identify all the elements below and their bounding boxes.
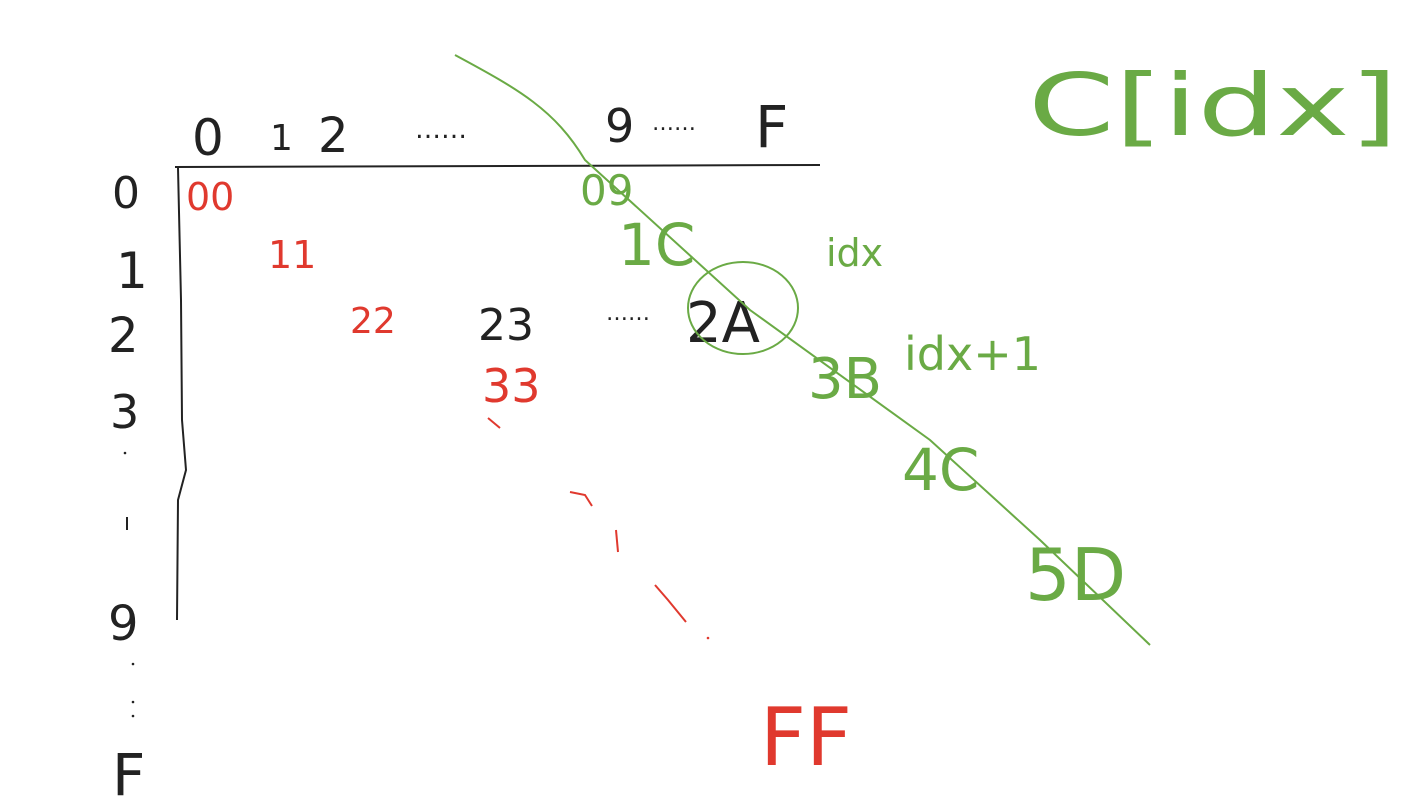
- row2-cell-2A: 2A: [686, 291, 760, 356]
- green-cell-3B: 3B: [808, 347, 882, 412]
- row-dot-2: [131, 662, 135, 666]
- row-label-0: 0: [112, 168, 140, 219]
- column-ellipsis: ……: [415, 115, 467, 145]
- header-rule: [174, 164, 821, 168]
- column-label-0: 0: [192, 109, 224, 167]
- green-cell-09: 09: [580, 166, 633, 215]
- diagonal-cell-FF: FF: [760, 691, 852, 784]
- diagonal-cell-22: 22: [350, 301, 396, 342]
- index-label-idx-plus-one: idx+1: [904, 327, 1041, 381]
- diagonal-cell-33: 33: [482, 359, 541, 413]
- green-cell-1C: 1C: [618, 211, 695, 279]
- row-dot: [123, 451, 127, 455]
- highlight-circle: [687, 261, 799, 355]
- diagonal-continuation-1: [487, 417, 501, 429]
- row-label-1: 1: [116, 242, 148, 300]
- column-ellipsis-2: ……: [652, 111, 696, 136]
- row-dot-4: [131, 714, 135, 718]
- row-label-9: 9: [108, 596, 139, 652]
- diagonal-cell-11: 11: [268, 233, 316, 277]
- green-cell-5D: 5D: [1025, 533, 1126, 617]
- diagonal-continuation-2: [569, 491, 593, 507]
- diagonal-continuation-3: [615, 529, 619, 553]
- row-axis-line: [176, 167, 188, 621]
- column-label-F: F: [755, 93, 788, 161]
- highlight-line: [454, 54, 1151, 646]
- diagonal-continuation-4: [654, 584, 687, 623]
- column-label-9: 9: [605, 99, 634, 153]
- row2-ellipsis: ……: [606, 301, 650, 326]
- column-label-1: 1: [270, 118, 293, 159]
- row-label-F: F: [112, 741, 145, 800]
- row-label-2: 2: [108, 308, 139, 364]
- index-label-idx: idx: [826, 231, 883, 275]
- diagonal-dot: [706, 636, 710, 640]
- column-label-2: 2: [318, 108, 349, 164]
- green-cell-4C: 4C: [902, 436, 979, 504]
- row-label-3: 3: [110, 385, 139, 439]
- array-expression: C[idx]: [1028, 56, 1398, 156]
- row2-cell-23: 23: [478, 300, 534, 351]
- diagonal-cell-00: 00: [186, 175, 234, 219]
- row-dot-3: [131, 700, 135, 704]
